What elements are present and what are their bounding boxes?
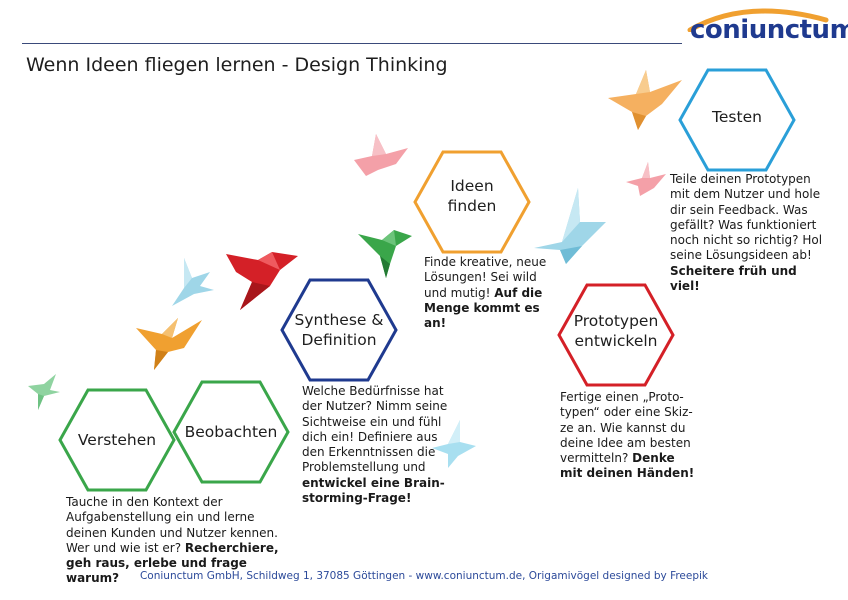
origami-bird-icon	[626, 162, 666, 196]
description-testen: Teile deinen Prototypen mit dem Nutzer u…	[670, 172, 828, 294]
stage-label-synthese: Synthese & Definition	[294, 311, 384, 349]
header-rule	[22, 43, 682, 44]
description-text: Welche Bedürfnisse hat der Nutzer? Nimm …	[302, 384, 448, 475]
description-emphasis: Recherchiere, geh raus, erlebe und frage…	[66, 540, 279, 586]
description-emphasis: Auf die Menge kommt es an!	[424, 285, 543, 331]
company-logo: coniunctum	[690, 15, 848, 45]
logo-swoosh-icon	[687, 8, 829, 32]
origami-bird-icon	[432, 420, 476, 468]
origami-bird-icon	[226, 252, 298, 310]
stage-label-verstehen: Verstehen	[77, 431, 157, 449]
origami-bird-icon	[534, 188, 606, 264]
footer-text: Coniunctum GmbH, Schildweg 1, 37085 Gött…	[139, 570, 709, 582]
origami-bird-icon	[608, 70, 682, 130]
hexagon-synthese	[280, 278, 398, 382]
page-title: Wenn Ideen fliegen lernen - Design Think…	[26, 54, 448, 76]
origami-bird-icon	[172, 258, 214, 306]
description-text: Tauche in den Kontext der Aufgaben­stell…	[66, 495, 278, 555]
description-text: Fertige einen „Proto­typen“ oder eine Sk…	[560, 390, 693, 466]
origami-bird-icon	[136, 318, 202, 370]
origami-bird-icon	[358, 230, 412, 278]
stage-label-beobachten: Beobachten	[184, 423, 278, 441]
origami-bird-icon	[28, 374, 60, 410]
description-verstehen: Tauche in den Kontext der Aufgaben­stell…	[66, 495, 286, 587]
description-text: Teile deinen Prototypen mit dem Nutzer u…	[670, 172, 823, 263]
stage-label-prototypen: Prototypen entwickeln	[573, 312, 659, 350]
stage-label-ideen: Ideen finden	[447, 177, 497, 215]
hexagon-beobachten	[172, 380, 290, 484]
description-emphasis: Scheitere früh und viel!	[670, 263, 797, 294]
origami-bird-icon	[354, 134, 408, 176]
stage-label-testen: Testen	[712, 108, 762, 126]
hexagon-prototypen	[557, 283, 675, 387]
hexagon-ideen	[413, 150, 531, 254]
description-emphasis: entwickel eine Brain­storming-Frage!	[302, 475, 445, 506]
description-emphasis: Denke mit deinen Händen!	[560, 451, 695, 481]
description-prototypen: Fertige einen „Proto­typen“ oder eine Sk…	[560, 390, 695, 482]
hexagon-testen	[678, 68, 796, 172]
description-ideen: Finde kreative, neue Lösungen! Sei wild …	[424, 255, 552, 331]
hexagon-verstehen	[58, 388, 176, 492]
description-synthese: Welche Bedürfnisse hat der Nutzer? Nimm …	[302, 384, 452, 506]
description-text: Finde kreative, neue Lösungen! Sei wild …	[424, 255, 547, 300]
